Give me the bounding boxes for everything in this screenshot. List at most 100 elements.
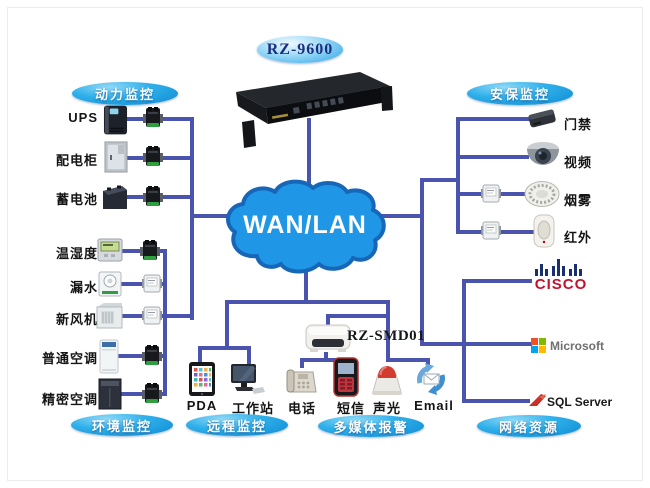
connector-line	[324, 352, 328, 362]
normal-ac-icon	[99, 339, 119, 374]
section-badge-multimedia: 多媒体报警	[318, 415, 424, 437]
connector-line	[456, 117, 460, 234]
sql-server-logo-text: SQL Server	[547, 395, 613, 409]
water-leak-icon	[98, 271, 122, 297]
connector-line	[304, 256, 308, 302]
connector-line	[326, 314, 390, 318]
cisco-logo-bars-icon	[533, 258, 589, 276]
section-label: 环境监控	[91, 418, 152, 434]
white-module-icon	[481, 221, 501, 241]
telephone-icon	[286, 364, 318, 396]
node-label-smoke: 烟雾	[564, 193, 593, 208]
rz-smd01-modem-icon	[304, 323, 352, 353]
rz9600-server-device	[222, 60, 394, 150]
dome-camera-icon	[525, 140, 561, 170]
connector-line	[225, 300, 390, 304]
transmitter-module-icon	[142, 383, 162, 405]
section-label: 安保监控	[489, 87, 550, 102]
connector-line	[326, 314, 330, 326]
workstation-icon	[227, 363, 265, 397]
temp-humidity-icon	[97, 238, 123, 262]
wan-lan-cloud	[226, 179, 386, 274]
smoke-detector-icon	[524, 180, 560, 208]
cisco-logo-text: CISCO	[534, 276, 588, 293]
connector-line	[456, 117, 530, 121]
node-label-video: 视频	[564, 155, 593, 170]
ups-icon	[103, 104, 128, 136]
connector-line	[462, 279, 532, 283]
white-module-icon	[481, 184, 501, 204]
transmitter-module-icon	[143, 186, 163, 208]
section-badge-network: 网络资源	[477, 415, 581, 437]
microsoft-logo-text: Microsoft	[550, 339, 604, 353]
modem-label: RZ-SMD01	[347, 328, 426, 344]
connector-line	[420, 178, 424, 346]
node-label-temp-humidity: 温湿度	[55, 246, 98, 261]
gateway-label-badge: RZ-9600	[257, 36, 343, 63]
connector-line	[372, 214, 424, 218]
node-label-precision-ac: 精密空调	[41, 392, 98, 407]
section-badge-remote: 远程监控	[186, 414, 288, 436]
node-label-ups: UPS	[68, 110, 98, 125]
connector-line	[300, 358, 351, 362]
node-label-fresh-air: 新风机	[55, 312, 98, 327]
node-label-sms: 短信	[336, 401, 365, 416]
transmitter-module-icon	[140, 240, 160, 262]
node-label-power-cabinet: 配电柜	[55, 153, 98, 168]
transmitter-module-icon	[143, 146, 163, 168]
section-label: 动力监控	[94, 87, 155, 102]
gateway-label: RZ-9600	[266, 40, 334, 58]
node-label-sound-light: 声光	[372, 401, 401, 416]
connector-line	[426, 358, 430, 368]
connector-line	[420, 178, 460, 182]
section-label: 远程监控	[206, 418, 267, 434]
node-label-battery: 蓄电池	[55, 192, 98, 207]
transmitter-module-icon	[143, 107, 163, 129]
connector-line	[462, 399, 530, 403]
node-label-email: Email	[414, 398, 454, 413]
node-label-workstation: 工作站	[231, 401, 274, 416]
connector-line	[190, 214, 242, 218]
section-label: 多媒体报警	[333, 419, 409, 435]
node-label-access-control: 门禁	[564, 117, 593, 132]
node-label-telephone: 电话	[287, 401, 316, 416]
power-cabinet-icon	[104, 141, 128, 173]
node-label-pda: PDA	[186, 398, 218, 413]
connector-line	[307, 118, 311, 192]
connector-line	[420, 342, 532, 346]
sound-light-alarm-icon	[370, 362, 404, 396]
connector-line	[247, 346, 251, 367]
section-label: 网络资源	[498, 419, 559, 435]
connector-line	[116, 354, 167, 358]
transmitter-module-icon	[142, 345, 162, 367]
white-module-icon	[142, 274, 162, 294]
connector-line	[198, 346, 251, 350]
pda-tablet-icon	[188, 361, 216, 397]
connector-line	[198, 346, 202, 365]
precision-ac-icon	[98, 378, 122, 410]
access-control-icon	[526, 105, 558, 131]
section-badge-environment: 环境监控	[71, 414, 173, 436]
battery-icon	[101, 184, 128, 211]
connector-line	[225, 300, 229, 350]
microsoft-logo-icon	[531, 338, 546, 353]
node-label-water-leak: 漏水	[69, 280, 98, 295]
connector-line	[163, 249, 167, 396]
connector-line	[386, 358, 430, 362]
connector-line	[386, 300, 390, 362]
connector-line	[462, 279, 466, 403]
sql-server-logo-icon	[529, 393, 547, 407]
connector-line	[456, 155, 529, 159]
cloud-label: WAN/LAN	[243, 211, 367, 239]
sms-phone-icon	[331, 357, 361, 397]
node-label-normal-ac: 普通空调	[41, 351, 98, 366]
section-badge-security: 安保监控	[467, 82, 573, 105]
node-label-infrared: 红外	[564, 230, 593, 245]
white-module-icon	[142, 306, 162, 326]
infrared-sensor-icon	[532, 214, 556, 248]
section-badge-power: 动力监控	[72, 82, 178, 105]
connector-line	[190, 117, 194, 320]
fresh-air-icon	[96, 302, 123, 329]
connector-line	[300, 358, 304, 368]
email-icon	[414, 362, 448, 396]
